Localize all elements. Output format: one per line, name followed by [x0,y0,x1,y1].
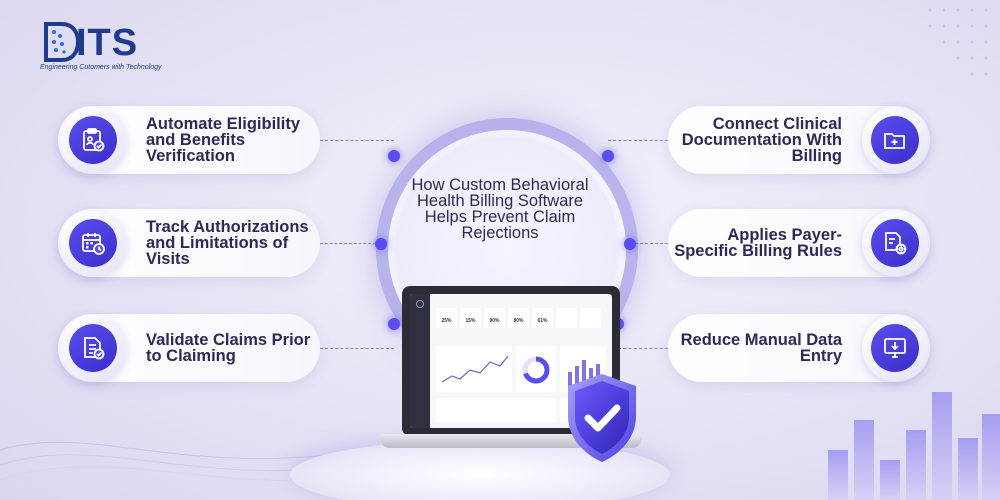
clipboard-user-check-icon [83,128,105,152]
dashboard-screen: 25% 15% 90% 80% 61% [410,294,612,428]
center-title: How Custom Behavioral Health Billing Sof… [411,176,589,242]
decorative-bars [828,380,1000,500]
feature-label: Reduce Manual Data Entry [680,331,842,365]
connector-line [320,243,376,244]
donut-chart-panel [516,346,556,392]
icon-badge [60,107,126,173]
line-chart-graphic [441,355,509,383]
connector-dot [375,238,387,250]
logo-tagline: Engineering Cutomers with Technology [40,64,162,71]
stat-card: 25% [436,308,457,328]
its-logo: ITS Engineering Cutomers with Technology [38,18,162,72]
line-chart-panel [436,346,512,392]
feature-card-payer-rules: Applies Payer-Specific Billing Rules [668,209,930,277]
dashboard-sidebar [410,294,430,428]
dot-pattern [928,8,988,76]
logo-bracket-icon [44,22,80,62]
calendar-clock-icon [82,233,105,255]
connector-dot [624,238,636,250]
icon-badge [60,210,126,276]
document-gear-icon [885,232,907,255]
connector-dot [388,150,400,162]
feature-card-clinical-documentation: Connect Clinical Documentation With Bill… [668,106,930,174]
feature-label: Connect Clinical Documentation With Bill… [681,115,842,165]
feature-card-manual-entry: Reduce Manual Data Entry [668,314,930,382]
folder-medical-icon [884,133,905,149]
connector-dot [602,150,614,162]
connector-line [320,140,394,141]
feature-card-authorizations: Track Authorizations and Limitations of … [58,209,320,277]
icon-badge [862,315,928,381]
security-shield-icon [568,374,636,462]
feature-label: Track Authorizations and Limitations of … [146,218,309,268]
icon-badge [60,315,126,381]
connector-dot [388,318,400,330]
monitor-download-icon [884,338,906,358]
connector-line [630,243,668,244]
feature-card-eligibility: Automate Eligibility and Benefits Verifi… [58,106,320,174]
connector-line [320,348,394,349]
bar-chart-graphic [568,360,600,386]
feature-label: Automate Eligibility and Benefits Verifi… [146,115,301,165]
dashboard-table-panel [436,398,556,422]
stat-card: 90% [484,308,505,328]
feature-card-validate-claims: Validate Claims Prior to Claiming [58,314,320,382]
stat-card [580,308,601,328]
connector-line [618,348,668,349]
donut-chart-graphic [522,356,550,384]
stat-card: 61% [532,308,553,328]
connector-line [608,140,668,141]
feature-label: Validate Claims Prior to Claiming [146,331,311,365]
stat-card: 15% [460,308,481,328]
stat-card: 80% [508,308,529,328]
stat-card [556,308,577,328]
logo-wordmark: ITS [76,22,139,64]
icon-badge [862,210,928,276]
document-check-icon [84,337,105,360]
icon-badge [862,107,928,173]
feature-label: Applies Payer-Specific Billing Rules [674,226,842,260]
